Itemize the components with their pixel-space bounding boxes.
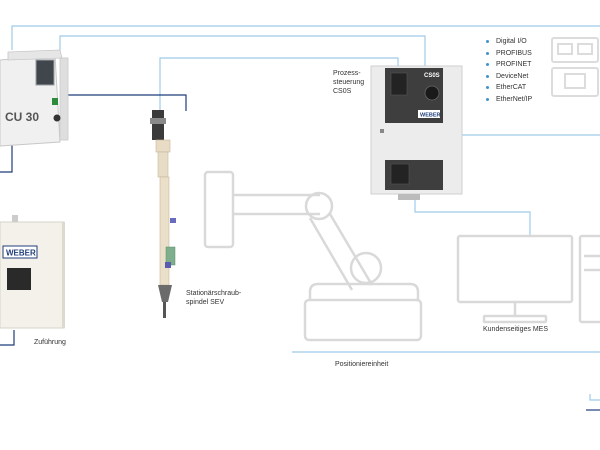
spindle-label: Stationärschraub- spindel SEV: [186, 290, 242, 306]
spindle-connection-line: [159, 57, 399, 112]
feeder-weber-badge: WEBER: [6, 249, 36, 258]
feeder-opening: [7, 268, 31, 290]
protocol-item: PROFIBUS: [484, 48, 532, 60]
csos-key-switch: [424, 85, 440, 101]
feeder-cable: [0, 330, 15, 346]
csos-controller: CS0S WEBER: [370, 65, 463, 200]
screw-spindle: [150, 110, 176, 318]
protocol-item: Digital I/O: [484, 36, 532, 48]
protocol-item: EtherCAT: [484, 82, 532, 94]
cu30-spindle-cable: [68, 94, 187, 111]
csos-weber-badge: WEBER: [420, 113, 441, 119]
protocol-item: EtherNet/IP: [484, 94, 532, 106]
cu30-down-cable: [0, 145, 13, 173]
cu30-screen: [35, 59, 55, 86]
connection-lines: [0, 25, 600, 411]
csos-top-connection-line: [59, 35, 426, 66]
protocol-item: DeviceNet: [484, 71, 532, 83]
mes-computer-outline: [456, 234, 600, 324]
robot-arm-outline: [203, 170, 423, 342]
positioning-unit-label: Positioniereinheit: [335, 361, 389, 368]
right-edge-line: [589, 394, 600, 401]
csos-badge: CS0S: [424, 73, 440, 79]
protocol-item: PROFINET: [484, 59, 532, 71]
feeder-box: WEBER: [0, 215, 65, 329]
cu30-controller: CU 30: [0, 49, 69, 147]
protocol-list: Digital I/O PROFIBUS PROFINET DeviceNet …: [484, 36, 532, 106]
feeder-label: Zuführung: [34, 339, 66, 346]
top-connection-line: [11, 25, 600, 50]
cu30-label: CU 30: [5, 110, 39, 124]
mes-label: Kundenseitiges MES: [483, 326, 548, 333]
process-control-label: Prozess- steuerung CS0S: [333, 70, 365, 95]
mes-connection-line: [414, 196, 531, 236]
io-modules-outline: [551, 37, 599, 97]
